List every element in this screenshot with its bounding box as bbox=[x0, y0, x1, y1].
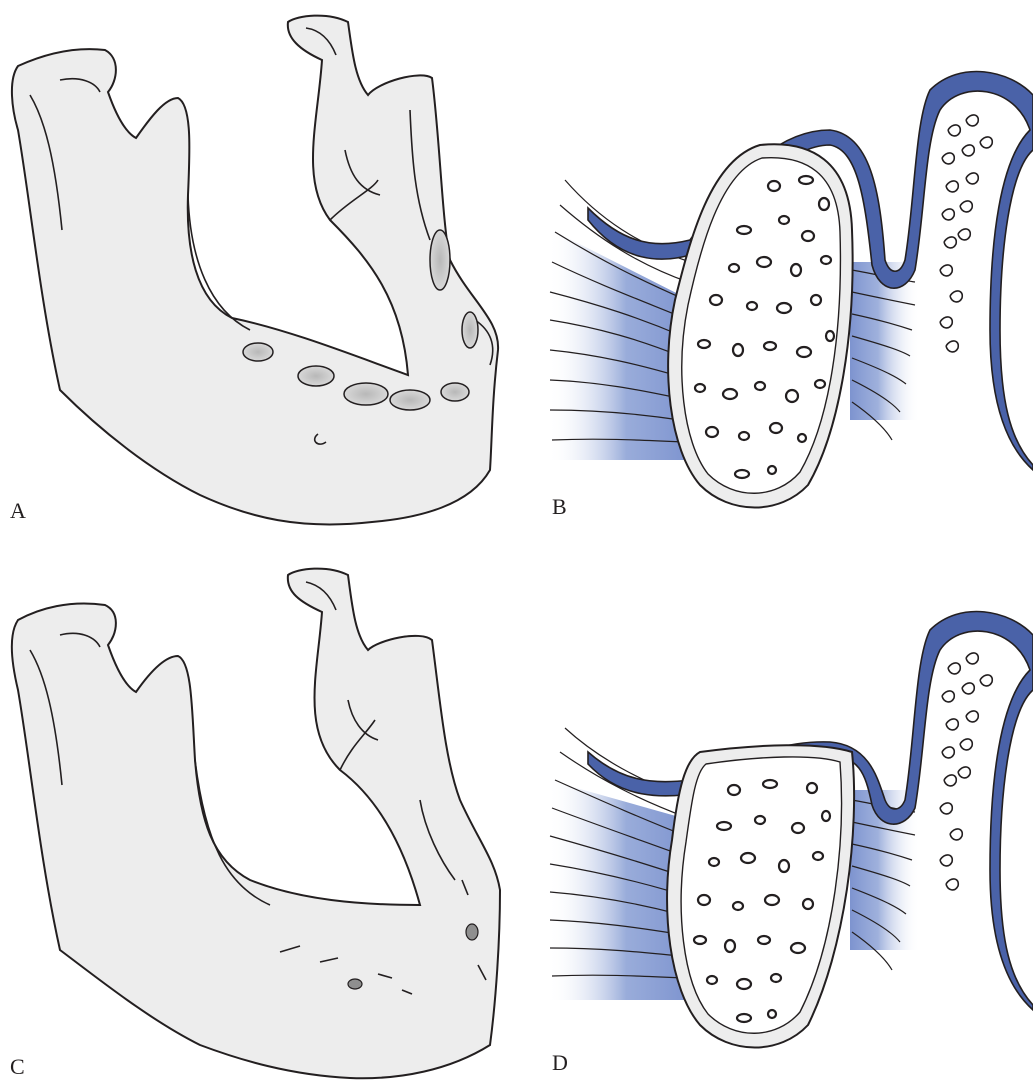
mandible-c-body bbox=[12, 569, 500, 1079]
panel-label-b: B bbox=[552, 494, 567, 520]
lip-glands-b bbox=[940, 115, 992, 352]
muscle-fibers-b-right bbox=[850, 262, 920, 440]
socket-a-7 bbox=[462, 312, 478, 348]
panel-d-cross-section bbox=[548, 611, 1033, 1047]
panel-label-a: A bbox=[10, 498, 26, 524]
socket-a-6 bbox=[430, 230, 450, 290]
mandible-a-body bbox=[12, 16, 498, 525]
panel-a-mandible bbox=[12, 16, 498, 525]
socket-a-4 bbox=[390, 390, 430, 410]
panel-b-cross-section bbox=[548, 71, 1033, 507]
panel-label-d: D bbox=[552, 1050, 568, 1076]
mental-foramen-c bbox=[348, 979, 362, 989]
socket-a-3 bbox=[344, 383, 388, 405]
lingual-foramen-c bbox=[466, 924, 478, 940]
socket-a-5 bbox=[441, 383, 469, 401]
panel-label-c: C bbox=[10, 1054, 25, 1080]
socket-a-2 bbox=[298, 366, 334, 386]
lip-glands-d bbox=[940, 653, 992, 890]
panel-c-mandible bbox=[12, 569, 500, 1079]
muscle-fibers-b-left bbox=[548, 180, 690, 460]
socket-a-1 bbox=[243, 343, 273, 361]
